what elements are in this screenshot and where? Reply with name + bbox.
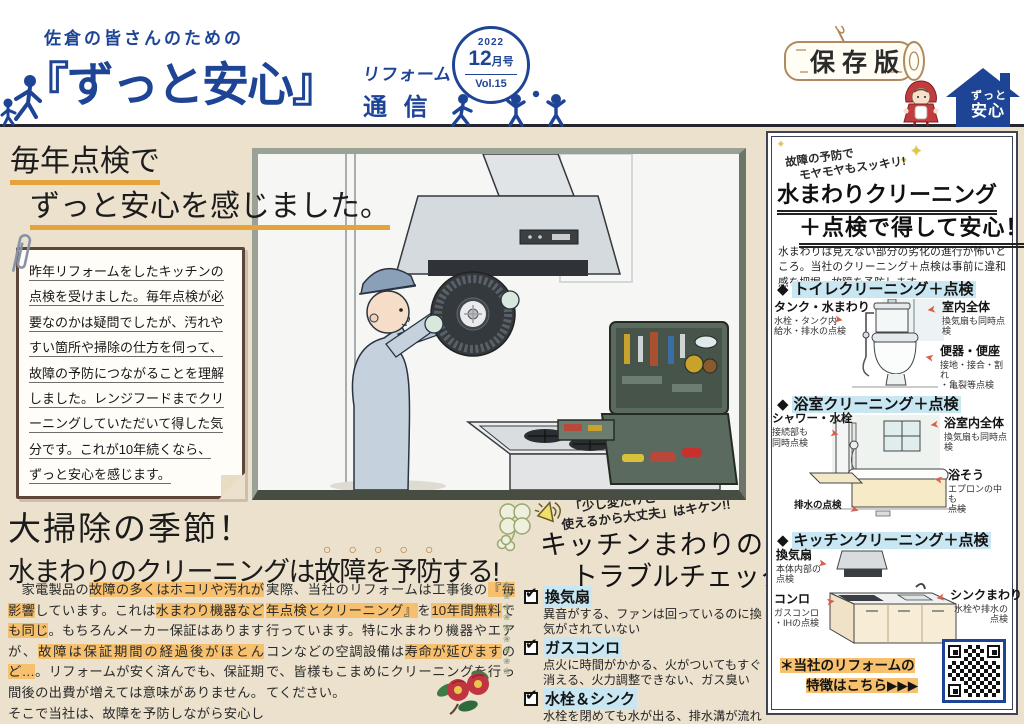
range-hood-cleaning-illustration: [258, 153, 739, 492]
note-line: ーニングしていただいて得した気: [29, 416, 224, 434]
checklist-item-label: ガスコンロ: [543, 637, 623, 659]
bathroom-illustration: [806, 415, 966, 517]
article-headline-1: 大掃除の季節！: [8, 510, 253, 547]
sparkle-icon: ✦: [910, 143, 923, 160]
checkbox-checked-icon: ✔: [524, 584, 538, 604]
callout-bathtub: 浴そう エプロンの中も 点検: [948, 468, 1003, 515]
brand-house-label: ずっと 安心: [971, 90, 1007, 120]
save-badge-log: 保存版: [780, 23, 936, 88]
checklist-item-label: 換気扇: [543, 586, 593, 607]
header-tagline: 佐倉の皆さんのための: [44, 29, 244, 48]
subtitle-line2: 通 信: [363, 94, 433, 121]
callout-shower: シャワー・水栓 接続部も 同時点検: [772, 413, 853, 448]
checklist-item-label: 水栓＆シンク: [543, 688, 638, 710]
checklist-item-desc: 点火に時間がかかる、火がついてもすぐ消える、火力調整できない、ガス臭い: [543, 658, 762, 687]
paperclip-icon: [12, 234, 32, 272]
callout-stove: コンロ ガスコンロ ・IHの点検: [774, 592, 820, 629]
trouble-title-2: トラブルチェック!: [571, 562, 795, 592]
callout-drain: 排水の点検: [794, 500, 842, 511]
panel-title-2: ＋点検で得して安心！: [799, 210, 1024, 248]
section-title-kitchen: ◆キッチンクリーニング＋点検: [777, 532, 991, 549]
flower-column-decoration: ❀❀❀❀❀❀❀❀❀: [503, 580, 511, 677]
sparkle-icon: ✦: [900, 155, 908, 165]
mascot-character: [903, 80, 939, 127]
article-column-1: 家電製品の故障の多くはホコリや汚れが影響しています。これは水まわり機器なども同じ…: [8, 582, 265, 721]
checklist-item-desc: 水栓を閉めても水が出る、排水溝が流れない、シンク下の水漏れ、異臭・悪臭がする: [543, 709, 763, 724]
callout-sink: シンクまわり 水栓や排水の 点検: [950, 588, 1023, 625]
issue-volume: Vol.15: [475, 78, 507, 90]
main-illustration-frame: [252, 148, 746, 500]
log-illustration: [784, 23, 925, 81]
diamond-bullet-icon: ◆: [777, 396, 789, 413]
note-line: ずっと安心を感じます。: [29, 467, 171, 485]
article-column-2: 実際、当社のリフォームは工事後の『毎年点検とクリーニング』を10年間無料で行って…: [266, 582, 516, 700]
megaphone-icon: [534, 500, 561, 523]
diamond-bullet-icon: ◆: [777, 281, 789, 298]
callout-arrow: ➤: [825, 595, 837, 609]
callout-room: 室内全体 換気扇も同時点検: [942, 300, 1006, 337]
callout-arrow: ➤: [933, 473, 944, 487]
checklist-item-desc: 異音がする、ファンは回っているのに換気がされていない: [543, 607, 762, 636]
callout-tank: タンク・水まわり 水栓・タンク内 給水・排水の点検: [774, 300, 870, 337]
callout-bathroom: 浴室内全体 換気扇も同時点検: [944, 416, 1008, 453]
toilet-illustration: [852, 299, 944, 388]
issue-year: 2022: [477, 37, 505, 48]
diamond-bullet-icon: ◆: [777, 532, 789, 549]
sparkle-icon: ✦: [777, 139, 785, 149]
callout-arrow: ➤: [935, 591, 947, 605]
callout-rangehood: 換気扇 本体内部の 点検: [776, 548, 822, 585]
note-line: 要なのかは疑問でしたが、汚れや: [29, 314, 224, 332]
note-line: 点検を受けました。毎年点検が必: [29, 289, 225, 307]
issue-month: 12月号: [465, 48, 517, 75]
testimonial-headline-2: ずっと安心を感じました。: [30, 181, 390, 230]
callout-arrow: ➤: [926, 303, 938, 317]
panel-footer-2: 特徴はこちら▶▶▶: [806, 678, 919, 693]
callout-bowl: 便器・便座 接地・接合・割れ ・亀裂等点検: [940, 344, 1004, 391]
brand-house-icon: ずっと 安心: [946, 68, 1020, 127]
qr-finder: [987, 645, 1000, 658]
callout-arrow: ➤: [929, 418, 941, 432]
save-badge-label: 保存版: [810, 49, 907, 77]
checkbox-checked-icon: ✔: [524, 635, 538, 655]
note-line: しました。レンジフードまでクリ: [29, 391, 225, 409]
trouble-title-1: キッチンまわりの: [540, 530, 764, 560]
issue-badge: 2022 12月号 Vol.15: [452, 26, 530, 104]
section-title-toilet: ◆トイレクリーニング＋点検: [777, 281, 976, 298]
header: 佐倉の皆さんのための 『ずっと安心』 リフォーム 通 信 2022 12月号 V…: [0, 0, 1024, 127]
checklist-item: ✔ 水栓＆シンク 水栓を閉めても水が出る、排水溝が流れない、シンク下の水漏れ、異…: [524, 686, 764, 724]
camellia-flowers: [436, 670, 489, 715]
clover-decoration: [496, 503, 531, 552]
article-headline-2: 水まわりのクリーニングは故障を予防する!: [8, 557, 500, 587]
newsletter-subtitle: リフォーム 通 信: [361, 60, 453, 122]
kitchen-illustration: [829, 550, 957, 644]
panel-title-1: 水まわりクリーニング: [777, 177, 998, 215]
checklist-item: ✔ ガスコンロ 点火に時間がかかる、火がついてもすぐ消える、火力調整できない、ガ…: [524, 635, 764, 687]
checklist-item: ✔ 換気扇 異音がする、ファンは回っているのに換気がされていない: [524, 584, 764, 636]
qr-finder: [948, 684, 961, 697]
qr-code: [942, 639, 1006, 703]
note-line: すい箇所や掃除の仕方を伺って、: [29, 340, 223, 358]
trouble-checklist: ✔ 換気扇 異音がする、ファンは回っているのに換気がされていない ✔ ガスコンロ…: [524, 584, 764, 724]
toilet-illustration-block: タンク・水まわり 水栓・タンク内 給水・排水の点検 ➤ 室内全体 換気扇も同時点…: [772, 299, 1012, 391]
checkbox-checked-icon: ✔: [524, 686, 538, 706]
testimonial-note: 昨年リフォームをしたキッチンの 点検を受けました。毎年点検が必 要なのかは疑問で…: [12, 234, 245, 499]
note-line: 故障の予防につながることを理解: [29, 365, 225, 383]
qr-finder: [948, 645, 961, 658]
section-title-bath: ◆浴室クリーニング＋点検: [777, 396, 961, 413]
note-line: 分です。これが10年続くなら、: [29, 441, 212, 459]
note-folded-corner: [219, 473, 245, 499]
testimonial-headline-1: 毎年点検で: [10, 136, 160, 185]
kitchen-illustration-block: 換気扇 本体内部の 点検 ➤ コンロ ガスコンロ ・IHの点検 ➤ シンクまわり…: [772, 548, 1023, 649]
panel-footer-1: ＊当社のリフォームの: [780, 658, 915, 673]
note-line: 昨年リフォームをしたキッチンの: [29, 264, 224, 281]
service-panel: ✦ ✦ ✦ 故障の予防で モヤモヤもスッキリ! 水まわりクリーニング ＋点検で得…: [766, 131, 1024, 715]
newsletter-title: 『ずっと安心』: [22, 58, 339, 111]
bath-illustration-block: シャワー・水栓 接続部も 同時点検 ➤ 浴室内全体 換気扇も同時点検 ➤ 浴そう…: [772, 413, 1012, 525]
